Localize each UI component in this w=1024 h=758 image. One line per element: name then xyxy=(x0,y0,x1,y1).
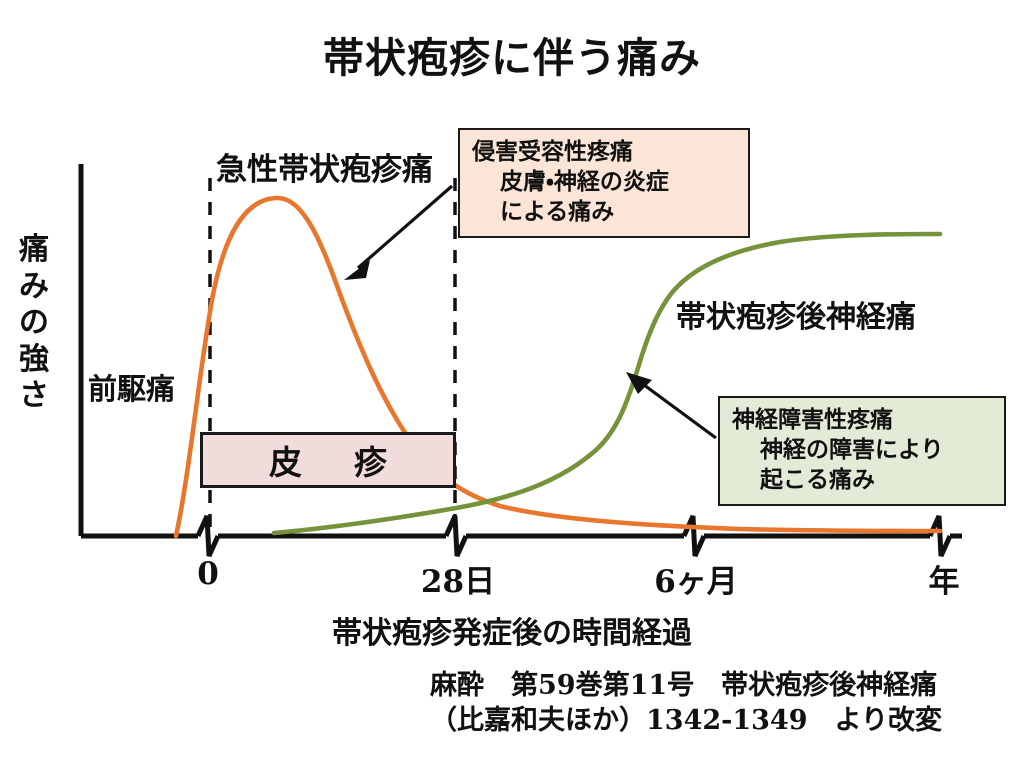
neuropathic-pain-callout: 神経障害性疼痛 神経の障害により 起こる痛み xyxy=(718,396,1006,506)
nociceptive-callout-line3: による痛み xyxy=(500,197,615,225)
acute-pain-curve xyxy=(173,195,943,539)
neuropathic-callout-line2: 神経の障害により xyxy=(760,435,944,463)
x-tick-label-6months: 6ヶ月 xyxy=(654,564,738,600)
rash-bar-label: 皮疹 xyxy=(269,443,439,482)
nociceptive-pain-callout: 侵害受容性疼痛 皮膚・神経の炎症 による痛み xyxy=(458,128,750,238)
x-axis-title: 帯状疱疹発症後の時間経過 xyxy=(332,616,692,651)
x-tick-label-28days: 28日 xyxy=(420,564,496,600)
acute-pain-label: 急性帯状疱疹痛 xyxy=(216,152,433,188)
x-tick-label-year: 年 xyxy=(928,564,960,600)
nociceptive-callout-line1: 侵害受容性疼痛 xyxy=(472,138,633,165)
phn-curve xyxy=(271,231,943,536)
citation: 麻酔 第59巻第11号 帯状疱疹後神経痛 （比嘉和夫ほか）1342-1349 よ… xyxy=(430,668,1010,738)
rash-duration-bar: 皮疹 xyxy=(200,432,456,488)
citation-line1: 麻酔 第59巻第11号 帯状疱疹後神経痛 xyxy=(430,670,938,701)
y-axis-title: 痛みの強さ xyxy=(19,232,49,414)
nociceptive-callout-line2: 皮膚・神経の炎症 xyxy=(500,167,669,195)
x-tick-label-0: 0 xyxy=(197,556,219,592)
neuropathic-callout-arrow xyxy=(626,372,717,440)
neuropathic-callout-line3: 起こる痛み xyxy=(760,465,875,493)
citation-line2: （比嘉和夫ほか）1342-1349 より改変 xyxy=(430,705,942,737)
page-title: 帯状疱疹に伴う痛み xyxy=(323,34,701,82)
neuropathic-callout-line1: 神経障害性疼痛 xyxy=(732,406,893,433)
nociceptive-callout-arrow xyxy=(344,184,454,280)
prodromal-pain-label: 前駆痛 xyxy=(88,372,176,406)
phn-label: 帯状疱疹後神経痛 xyxy=(676,300,916,335)
